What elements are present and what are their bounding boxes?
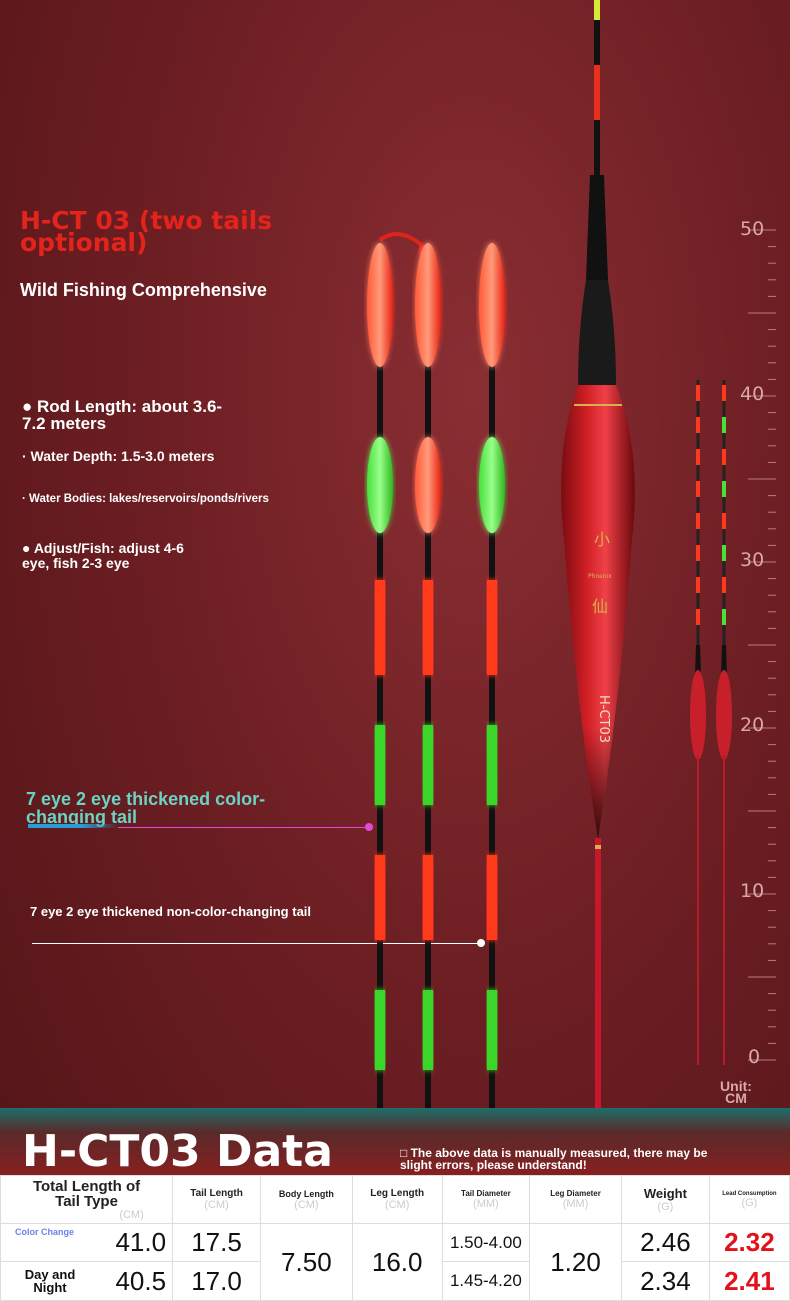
row-type-color-change: Color Change — [15, 1227, 75, 1237]
spec-water-bodies: · Water Bodies: lakes/reservoirs/ponds/r… — [22, 493, 269, 505]
ruler-label-0: 0 — [748, 1046, 761, 1068]
ruler-label-30: 30 — [740, 549, 765, 571]
small-float-2 — [716, 380, 732, 1065]
row-weight: 2.34 — [620, 1261, 710, 1301]
ruler-label-10: 10 — [740, 880, 765, 902]
header-body-length: Body Length (CM) — [259, 1175, 353, 1224]
small-floats — [690, 380, 732, 1065]
header-type: Total Length of Tail Type (CM) — [0, 1175, 174, 1224]
tail-1 — [367, 243, 393, 1110]
row-weight: 2.46 — [620, 1223, 710, 1262]
body-length-value: 7.50 — [259, 1223, 353, 1301]
ruler-label-20: 20 — [740, 714, 765, 736]
float-model: H-CT03 — [596, 695, 611, 743]
float-brand: Phoenix — [588, 573, 612, 580]
product-subtitle: Wild Fishing Comprehensive — [20, 280, 267, 300]
data-note: □ The above data is manually measured, t… — [400, 1146, 708, 1172]
ruler-label-50: 50 — [740, 218, 765, 240]
callout-line-2 — [32, 943, 480, 944]
tail-2 — [415, 243, 441, 1110]
float-char-2: 仙 — [592, 597, 608, 616]
header-lead: Lead Consumption (G) — [708, 1175, 790, 1224]
main-float: 小 Phoenix 仙 H-CT03 — [561, 0, 635, 1110]
spec-water-depth: · Water Depth: 1.5-3.0 meters — [22, 448, 215, 464]
ruler-label-40: 40 — [740, 383, 765, 405]
row-total: 40.5 — [115, 1265, 167, 1296]
header-leg-diameter: Leg Diameter (MM) — [529, 1175, 622, 1224]
product-title: H-CT 03 (two tails optional) — [20, 206, 273, 257]
data-title: H-CT03 Data — [22, 1126, 333, 1177]
row-tail-diameter: 1.50-4.00 — [441, 1223, 531, 1262]
row-lead: 2.41 — [708, 1261, 790, 1301]
row-tail-length: 17.5 — [172, 1223, 261, 1262]
header-tail-length: Tail Length (CM) — [172, 1175, 261, 1224]
header-tail-diameter: Tail Diameter (MM) — [441, 1175, 531, 1224]
spec-adjust-fish: ● Adjust/Fish: adjust 4-6 eye, fish 2-3 … — [22, 540, 184, 571]
callout-color-changing: 7 eye 2 eye thickened color-changing tai… — [26, 789, 266, 827]
ruler — [748, 229, 776, 1061]
row-tail-length: 17.0 — [172, 1261, 261, 1301]
float-char-1: 小 — [594, 530, 610, 549]
header-leg-length: Leg Length (CM) — [351, 1175, 443, 1224]
arrow-icon — [378, 232, 427, 250]
callout-dot-1 — [365, 823, 373, 831]
tail-3 — [479, 243, 505, 1110]
data-band — [0, 1108, 790, 1178]
small-float-1 — [690, 380, 706, 1065]
leg-length-value: 16.0 — [351, 1223, 443, 1301]
table-row: Day and Night 40.5 17.0 1.45-4.20 2.34 2… — [0, 1261, 790, 1301]
row-lead: 2.32 — [708, 1223, 790, 1262]
callout-non-color-changing: 7 eye 2 eye thickened non-color-changing… — [30, 904, 312, 919]
row-total: 41.0 — [115, 1227, 167, 1257]
row-tail-diameter: 1.45-4.20 — [441, 1261, 531, 1301]
data-table: Total Length of Tail Type (CM) Tail Leng… — [0, 1175, 790, 1301]
table-row: Color Change 41.0 17.5 7.50 16.0 1.50-4.… — [0, 1223, 790, 1301]
tails-illustration — [367, 232, 505, 1110]
callout-line-1 — [118, 827, 368, 828]
row-type-day-night: Day and Night — [24, 1267, 76, 1295]
callout-underline — [28, 824, 118, 828]
unit-label: Unit: CM — [720, 1078, 752, 1106]
callout-dot-2 — [477, 939, 485, 947]
leg-diameter-value: 1.20 — [529, 1223, 622, 1301]
spec-rod-length: ● Rod Length: about 3.6-7.2 meters — [22, 397, 223, 433]
header-weight: Weight (G) — [620, 1175, 710, 1224]
